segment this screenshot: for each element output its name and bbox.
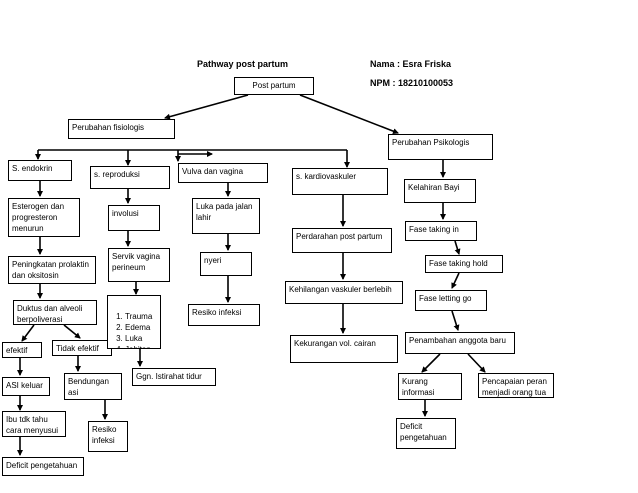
trauma-item: Jahitan [125, 344, 157, 348]
arrow-takinghold-lettinggo [451, 272, 460, 289]
node-fase-taking-in: Fase taking in [405, 221, 477, 241]
author-npm: NPM : 18210100053 [370, 78, 454, 88]
arrow-takingin-takinghold [454, 240, 461, 255]
node-tidak-efektif: Tidak efektif [52, 340, 112, 356]
node-perubahan-fisiologis: Perubahan fisiologis [68, 119, 175, 139]
node-luka-jalan-lahir: Luka pada jalan lahir [192, 198, 260, 234]
arrow-duktus-tidak [63, 324, 81, 339]
node-duktus-alveoli: Duktus dan alveoli berpoliverasi [13, 300, 97, 325]
node-perdarahan: Perdarahan post partum [292, 228, 392, 253]
node-s-reproduksi: s. reproduksi [90, 166, 170, 189]
node-perubahan-psikologis: Perubahan Psikologis [388, 134, 493, 160]
arrow-postpartum-fisiologis [164, 94, 249, 120]
node-ggn-istirahat: Ggn. Istirahat tidur [132, 368, 216, 386]
node-peningkatan-prolaktin: Peningkatan prolaktin dan oksitosin [8, 256, 96, 284]
trauma-list: TraumaEdemaLukaJahitan [111, 311, 157, 348]
node-fase-taking-hold: Fase taking hold [425, 255, 503, 273]
node-kehilangan-vaskuler: Kehilangan vaskuler berlebih [285, 281, 403, 304]
arrow-postpartum-psikologis [299, 94, 399, 134]
node-pencapaian-peran: Pencapaian peran menjadi orang tua [478, 373, 554, 398]
arrow-penambahan-pencapaian [467, 353, 486, 373]
node-asi-keluar: ASI keluar [2, 377, 50, 396]
node-servik-vagina: Servik vagina perineum [108, 248, 170, 282]
node-nyeri: nyeri [200, 252, 252, 276]
arrow-duktus-efektif [21, 324, 35, 342]
trauma-item: Edema [125, 322, 157, 333]
node-esterogen: Esterogen dan progresteron menurun [8, 198, 80, 237]
node-kelahiran-bayi: Kelahiran Bayi [404, 179, 476, 203]
node-kekurangan-cairan: Kekurangan vol. cairan [290, 335, 398, 363]
node-resiko-infeksi-left: Resiko infeksi [88, 421, 128, 452]
author-name: Nama : Esra Friska [370, 59, 452, 69]
node-penambahan-anggota: Penambahan anggota baru [405, 332, 515, 354]
node-vulva-vagina: Vulva dan vagina [178, 163, 268, 183]
node-defisit-pengetahuan-right: Deficit pengetahuan [396, 418, 456, 449]
node-resiko-infeksi-mid: Resiko infeksi [188, 304, 260, 326]
node-post-partum: Post partum [234, 77, 314, 95]
arrow-lettinggo-penambahan [451, 310, 460, 331]
node-s-endokrin: S. endokrin [8, 160, 72, 181]
node-s-kardiovaskuler: s. kardiovaskuler [292, 168, 388, 195]
node-kurang-informasi: Kurang informasi [398, 373, 462, 400]
node-ibu-tdk-tahu: Ibu tdk tahu cara menyusui [2, 411, 66, 437]
arrow-penambahan-kurang [421, 353, 441, 373]
node-bendungan-asi: Bendungan asi [64, 373, 122, 400]
node-fase-letting-go: Fase letting go [415, 290, 487, 311]
node-trauma-list: TraumaEdemaLukaJahitan [107, 295, 161, 349]
diagram-title: Pathway post partum [197, 59, 289, 69]
node-defisit-pengetahuan-left: Deficit pengetahuan [2, 457, 84, 476]
node-efektif: efektif [2, 342, 42, 358]
trauma-item: Luka [125, 333, 157, 344]
trauma-item: Trauma [125, 311, 157, 322]
node-involusi: involusi [108, 205, 160, 231]
